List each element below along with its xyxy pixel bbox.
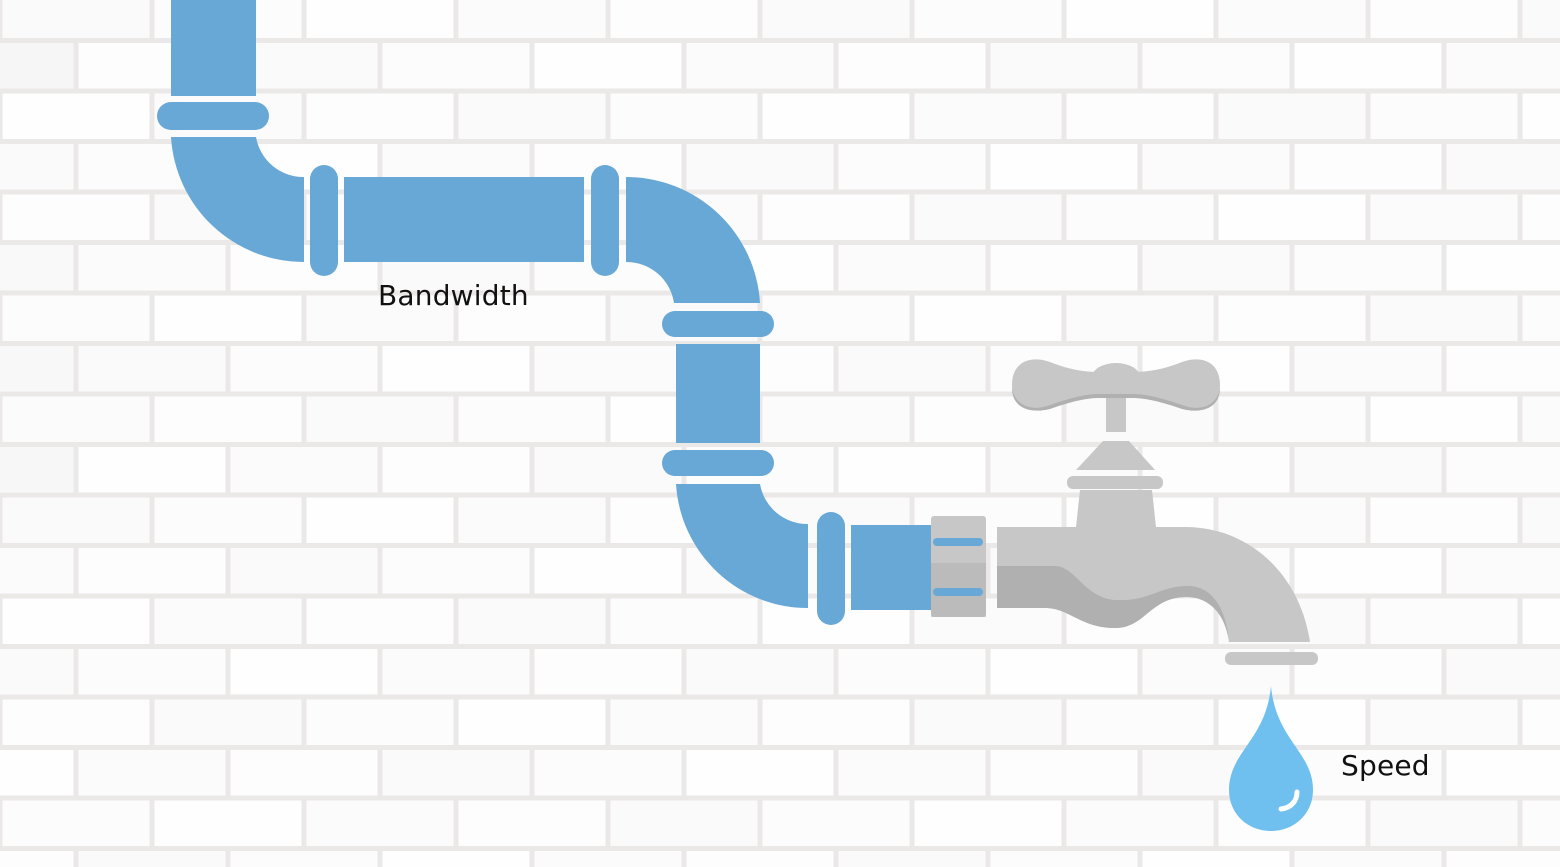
water-pipe-icon <box>157 0 931 625</box>
pipe-joint-3 <box>591 165 619 276</box>
pipe-elbow-3 <box>676 484 808 609</box>
bandwidth-label: Bandwidth <box>378 279 529 312</box>
pipe-joint-2 <box>310 165 338 276</box>
pipe-elbow-1 <box>171 137 304 263</box>
pipe-segment-top <box>171 0 256 96</box>
faucet-stem <box>1106 392 1126 432</box>
pipe-segment-vertical <box>676 344 760 443</box>
water-drop-icon <box>1229 686 1313 831</box>
faucet-icon <box>931 359 1318 665</box>
water-drop-body <box>1229 686 1313 831</box>
pipe-segment-end <box>851 525 931 610</box>
faucet-spout-lip <box>1225 652 1318 665</box>
pipe-joint-1 <box>157 102 269 130</box>
pipe-joint-5 <box>662 450 774 476</box>
pipe-elbow-2 <box>626 176 760 303</box>
faucet-bonnet <box>1076 441 1155 470</box>
pipe-joint-6 <box>817 512 845 625</box>
pipe-segment-horizontal <box>344 177 584 262</box>
speed-label: Speed <box>1341 749 1430 782</box>
water-drop-highlight <box>1278 789 1300 812</box>
pipe-joint-4 <box>662 311 774 337</box>
